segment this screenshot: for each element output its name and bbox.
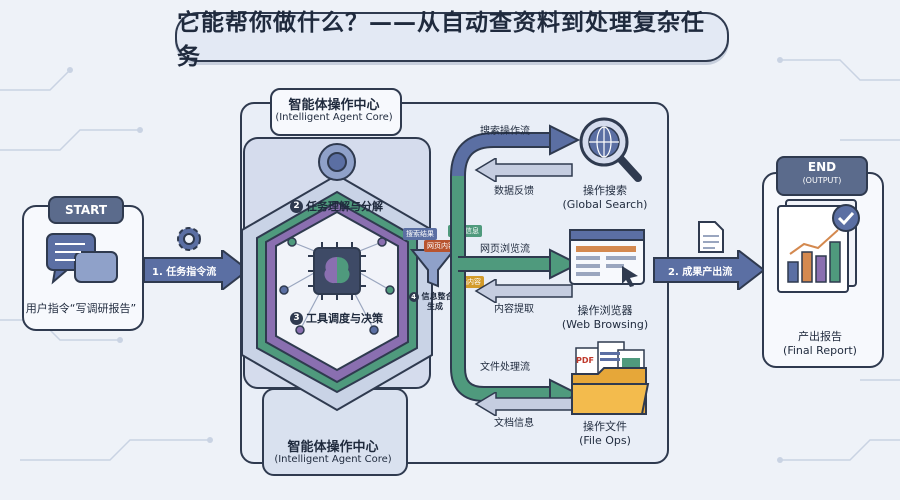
core-bottom-subtitle: (Intelligent Agent Core) (274, 454, 392, 465)
browser-tool-title: 操作浏览器 (577, 304, 633, 317)
start-badge: START (48, 196, 124, 224)
chat-bubbles-icon (46, 233, 118, 285)
page-title: 它能帮你做什么？——从自动查资料到处理复杂任务 (177, 10, 705, 70)
end-badge-sub: (OUTPUT) (802, 176, 842, 185)
core-top-plaque (270, 88, 402, 136)
browser-tool-subtitle: (Web Browsing) (561, 318, 649, 331)
core-top-subtitle: (Intelligent Agent Core) (275, 112, 393, 123)
end-badge (776, 156, 868, 196)
search-tool-subtitle: (Global Search) (562, 198, 648, 211)
files-return-arrow (474, 392, 573, 416)
chip-search-results: 搜索结果 (403, 228, 437, 240)
core-top-title: 智能体操作中心 (288, 98, 380, 113)
browser-feedback-label: 内容提取 (494, 304, 534, 315)
end-badge-label: END (807, 160, 837, 174)
task-flow-arrow (143, 250, 250, 290)
title-banner: 它能帮你做什么？——从自动查资料到处理复杂任务 (175, 10, 729, 70)
magnifier-globe-icon (579, 117, 642, 182)
pdf-label: PDF (576, 356, 594, 365)
chip-web-content: 网页内容 (424, 240, 458, 252)
document-icon (698, 221, 724, 253)
stage-integrate-label: 信息整合与生成 (421, 292, 462, 311)
task-flow-label: 1. 任务指令流 (152, 267, 217, 278)
stage-dispatch: 3 工具调度与决策 (290, 310, 383, 326)
file-folder-icon (571, 341, 650, 415)
browser-window-icon (569, 229, 645, 287)
core-bottom-title: 智能体操作中心 (287, 440, 379, 455)
ai-chip-icon (308, 242, 366, 300)
start-caption: 用户指令“写调研报告” (25, 302, 137, 315)
browser-return-arrow (474, 279, 573, 303)
search-flow-label: 搜索操作流 (480, 126, 530, 137)
files-tool-title: 操作文件 (583, 420, 627, 433)
search-feedback-label: 数据反馈 (494, 186, 534, 197)
gear-icon (177, 227, 201, 251)
stage-understand-num: 2 (290, 199, 303, 213)
stage-understand-label: 任务理解与分解 (306, 200, 383, 213)
output-flow-arrow (653, 250, 766, 290)
final-report-subtitle: (Final Report) (783, 344, 857, 357)
files-tool-subtitle: (File Ops) (579, 434, 631, 447)
stage-understand: 2 任务理解与分解 (290, 198, 383, 214)
files-flow-label: 文件处理流 (480, 362, 530, 373)
browser-flow-label: 网页浏览流 (480, 244, 530, 255)
final-report-title: 产出报告 (798, 330, 842, 343)
report-chart-icon (777, 199, 860, 293)
output-flow-label: 2. 成果产出流 (668, 267, 733, 278)
stage-dispatch-label: 工具调度与决策 (306, 312, 383, 325)
search-return-arrow (474, 158, 573, 182)
stage-integrate-num: 4 (408, 292, 419, 302)
branch-trunk (450, 124, 580, 410)
search-tool-title: 操作搜索 (583, 184, 627, 197)
stage-dispatch-num: 3 (290, 311, 303, 325)
files-feedback-label: 文档信息 (494, 418, 534, 429)
